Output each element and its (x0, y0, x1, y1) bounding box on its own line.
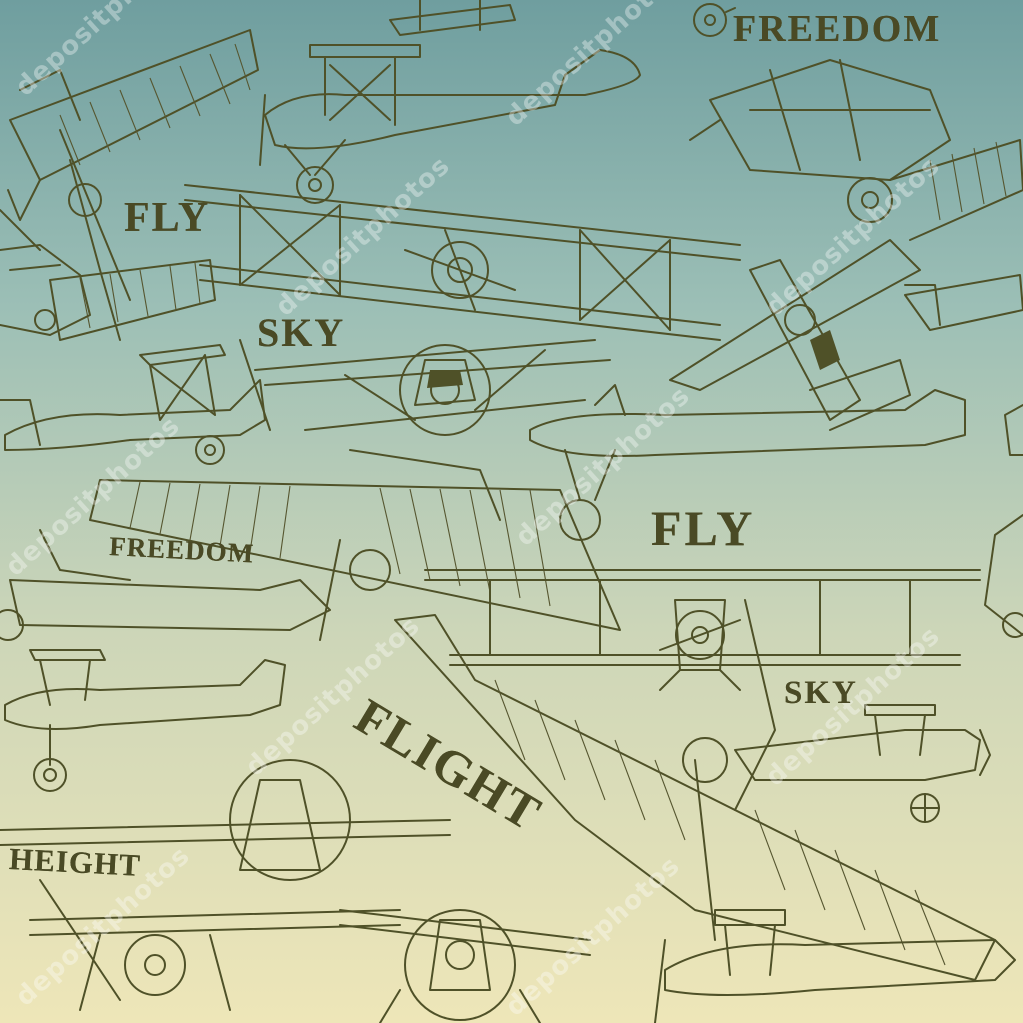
biplane-illustration-top-right (689, 59, 1023, 241)
biplane-illustration-top-left (0, 29, 259, 341)
fighter-illustration-right (669, 239, 921, 431)
monoplane-illustration-center (529, 384, 966, 541)
biplane-illustration-left-edge (0, 244, 91, 336)
word-sky-left: SKY (257, 310, 346, 355)
biplane-illustration-center-struts (184, 184, 741, 341)
word-fly-center: FLY (651, 500, 756, 556)
plane-illustration-right-edge-mid (984, 404, 1023, 638)
biplane-illustration-left-freedom (0, 529, 331, 641)
biplane-illustration-bottom-right (654, 909, 1016, 1023)
word-height: HEIGHT (8, 841, 142, 883)
plane-illustration-right-edge (904, 274, 1023, 331)
biplane-illustration-mid-left (0, 339, 271, 465)
word-sky-right: SKY (784, 675, 858, 711)
biplane-illustration-bottom-left (0, 759, 451, 1011)
wheel-illustration-top (693, 3, 736, 37)
fighter-illustration-center (254, 339, 611, 436)
biplane-illustration-foreground-wing (89, 449, 621, 641)
biplane-illustration-diagonal-center (394, 599, 996, 981)
fighter-illustration-bottom-center (339, 909, 591, 1023)
biplane-illustration-lower-left (4, 649, 286, 792)
word-fly-left: FLY (124, 195, 211, 241)
biplane-illustration-small-top (389, 0, 516, 36)
biplane-illustration-top-center (259, 44, 641, 204)
word-freedom-top: FREEDOM (733, 8, 942, 50)
biplane-illustration-lower-right (734, 704, 991, 823)
biplane-illustration-center-right (424, 569, 981, 691)
